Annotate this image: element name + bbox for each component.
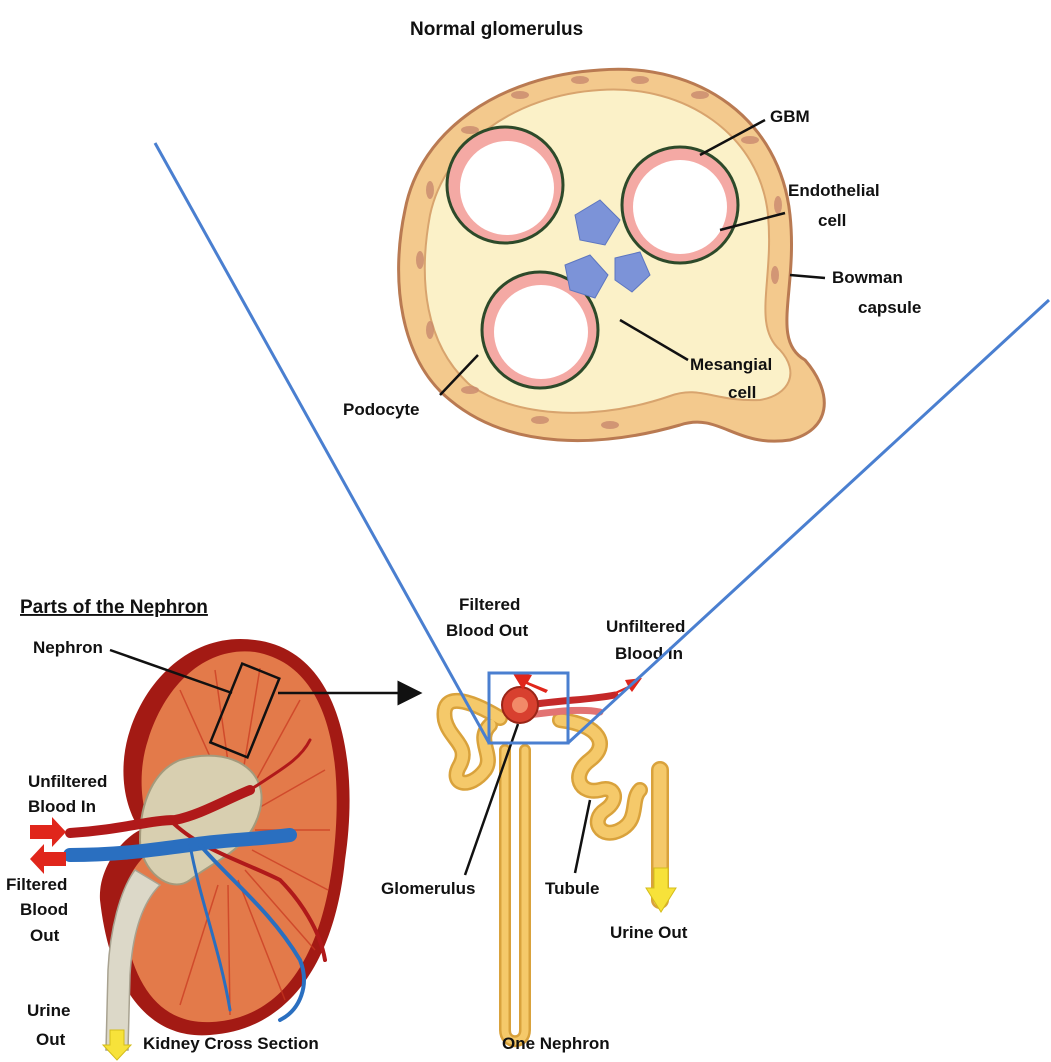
kidney-illustration [70,639,350,1050]
filtered-out-arrow [30,844,66,874]
podocyte-label: Podocyte [343,400,420,419]
nephron-caption: One Nephron [502,1034,610,1053]
glomerulus-title: Normal glomerulus [410,19,583,40]
mesangial-label-2: cell [728,383,756,402]
kidney-caption: Kidney Cross Section [143,1034,319,1053]
gbm-label: GBM [770,107,810,126]
glomerulus-illustration [399,69,825,441]
nephron-filtered-label-1: Filtered [459,595,520,614]
urine-label-1: Urine [27,1001,70,1020]
nephron-filtered-label-2: Blood Out [446,621,528,640]
nephron-glomerulus-label: Glomerulus [381,879,475,898]
filtered-label-1: Filtered [6,875,67,894]
urine-out-arrow-nephron [646,868,676,912]
bowman-label-1: Bowman [832,268,903,287]
nephron-parts-heading: Parts of the Nephron [20,597,208,618]
endothelial-label-1: Endothelial [788,181,880,200]
urine-label-2: Out [36,1030,66,1049]
nephron-unfiltered-label-1: Unfiltered [606,617,685,636]
nephron-illustration [444,695,660,1041]
unfiltered-in-arrow [30,817,66,847]
unfiltered-label-2: Blood In [28,797,96,816]
bowman-label-2: capsule [858,298,921,317]
endothelial-label-2: cell [818,211,846,230]
nephron-label: Nephron [33,638,103,657]
nephron-tubule-label: Tubule [545,879,599,898]
nephron-glomerulus-core [512,697,528,713]
filtered-label-2: Blood [20,900,68,919]
mesangial-label-1: Mesangial [690,355,772,374]
unfiltered-label-1: Unfiltered [28,772,107,791]
filtered-label-3: Out [30,926,60,945]
nephron-urine-out-label: Urine Out [610,923,688,942]
